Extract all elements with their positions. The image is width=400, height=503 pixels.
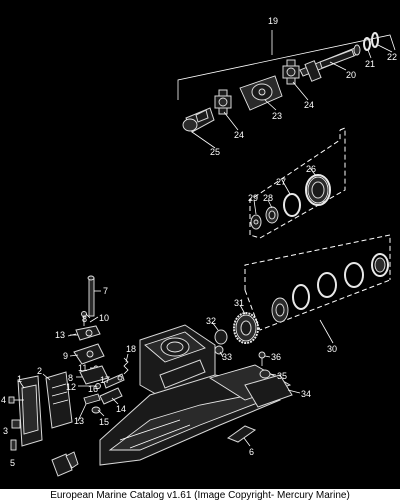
callout-23: 23 bbox=[272, 111, 282, 121]
lower-yoke[interactable] bbox=[182, 107, 215, 133]
bearing-group-outline bbox=[244, 234, 391, 331]
bearing-32[interactable] bbox=[214, 329, 228, 345]
screw-35[interactable] bbox=[259, 369, 271, 379]
callout-34: 34 bbox=[301, 389, 311, 399]
link-16-17[interactable] bbox=[103, 373, 125, 389]
callout-11: 11 bbox=[78, 363, 87, 373]
callout-27: 27 bbox=[276, 177, 286, 187]
shift-cam-9[interactable] bbox=[73, 343, 105, 365]
shim-29[interactable] bbox=[250, 214, 262, 230]
callout-17: 17 bbox=[100, 375, 110, 385]
pinion-gear-31[interactable] bbox=[233, 312, 259, 344]
callout-36: 36 bbox=[271, 352, 281, 362]
screw-3[interactable] bbox=[11, 419, 21, 429]
callout-31: 31 bbox=[234, 298, 244, 308]
lever-8-lower[interactable] bbox=[79, 365, 109, 385]
callout-8-lower: 8 bbox=[68, 373, 73, 383]
callout-28: 28 bbox=[263, 193, 273, 203]
callout-32: 32 bbox=[206, 316, 216, 326]
drive-shaft[interactable] bbox=[299, 44, 361, 82]
strip-6[interactable] bbox=[226, 425, 257, 443]
gear-group-outline bbox=[249, 127, 346, 239]
screw-4[interactable] bbox=[8, 396, 24, 404]
callout-30: 30 bbox=[327, 344, 337, 354]
callout-3: 3 bbox=[3, 426, 8, 436]
cover-plate-1[interactable] bbox=[17, 375, 43, 447]
callouts: 19 20 21 22 23 24 24 25 26 27 28 29 30 3… bbox=[1, 16, 397, 468]
callout-7: 7 bbox=[103, 286, 108, 296]
callout-19: 19 bbox=[268, 16, 278, 26]
callout-13-upper: 13 bbox=[55, 330, 65, 340]
callout-33: 33 bbox=[222, 352, 232, 362]
callout-29: 29 bbox=[248, 193, 258, 203]
shaft-group-bracket bbox=[177, 30, 396, 100]
bearing-28[interactable] bbox=[265, 206, 279, 224]
bolt-5[interactable] bbox=[10, 439, 17, 451]
gear-housing[interactable] bbox=[99, 324, 281, 466]
bushing-15[interactable] bbox=[91, 406, 101, 414]
gear-26[interactable] bbox=[305, 174, 331, 206]
callout-24-upper: 24 bbox=[304, 100, 314, 110]
fitting-lower[interactable] bbox=[51, 451, 79, 477]
callout-21: 21 bbox=[365, 59, 375, 69]
callout-12: 12 bbox=[66, 382, 76, 392]
washer-22[interactable] bbox=[371, 32, 379, 48]
callout-20: 20 bbox=[346, 70, 356, 80]
callout-13-lower: 13 bbox=[74, 416, 84, 426]
u-joint-lower[interactable] bbox=[214, 89, 232, 115]
snap-ring-21[interactable] bbox=[363, 37, 371, 51]
center-yoke[interactable] bbox=[239, 75, 283, 111]
callout-1: 1 bbox=[17, 374, 22, 384]
callout-10: 10 bbox=[99, 313, 109, 323]
shift-rod-7[interactable] bbox=[87, 275, 95, 317]
shift-shaft-14[interactable] bbox=[99, 387, 123, 405]
gasket-2[interactable] bbox=[45, 371, 73, 429]
callout-9: 9 bbox=[63, 351, 68, 361]
screw-13-lower[interactable] bbox=[83, 393, 101, 405]
callout-25: 25 bbox=[210, 147, 220, 157]
leader-lines bbox=[19, 44, 393, 447]
shift-plate-10[interactable] bbox=[75, 325, 101, 341]
bearing-set-30[interactable] bbox=[271, 253, 389, 323]
exploded-parts-diagram: 19 20 21 22 23 24 24 25 26 27 28 29 30 3… bbox=[1, 16, 397, 477]
u-joint-upper[interactable] bbox=[282, 59, 300, 85]
callout-6: 6 bbox=[249, 447, 254, 457]
callout-8-upper: 8 bbox=[82, 314, 87, 324]
callout-22: 22 bbox=[387, 52, 397, 62]
callout-2: 2 bbox=[37, 366, 42, 376]
callout-26: 26 bbox=[306, 164, 316, 174]
callout-4: 4 bbox=[1, 395, 6, 405]
callout-35: 35 bbox=[277, 371, 287, 381]
callout-16: 16 bbox=[88, 384, 98, 394]
callout-15: 15 bbox=[99, 417, 109, 427]
o-ring-27[interactable] bbox=[283, 193, 301, 217]
callout-24-lower: 24 bbox=[234, 130, 244, 140]
screw-36[interactable] bbox=[258, 351, 266, 366]
callout-14: 14 bbox=[116, 404, 126, 414]
callout-18: 18 bbox=[126, 344, 136, 354]
copyright-caption: European Marine Catalog v1.61 (Image Cop… bbox=[0, 489, 400, 503]
callout-5: 5 bbox=[10, 458, 15, 468]
